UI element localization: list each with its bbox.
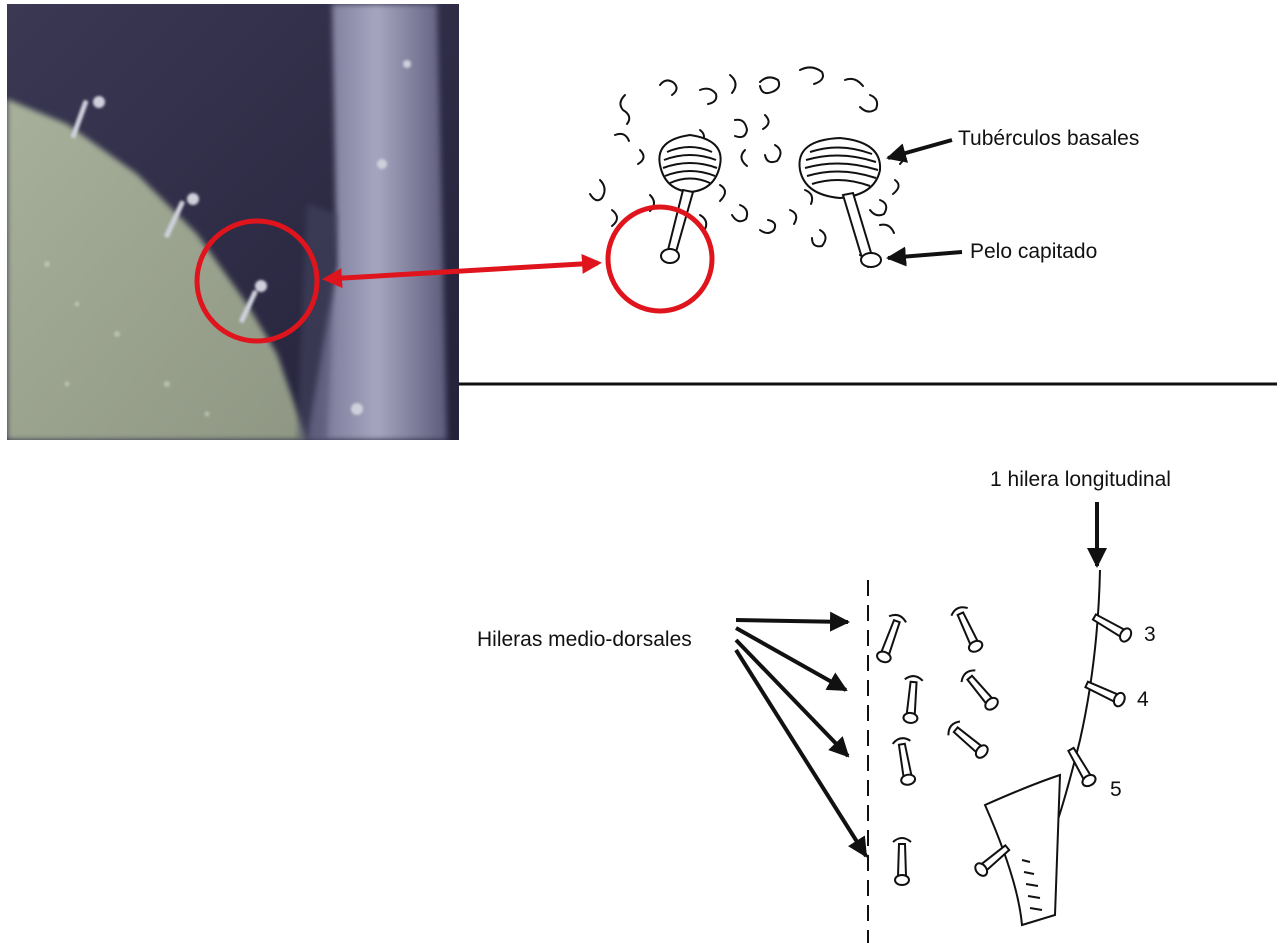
arrows-medio-dorsales [736, 620, 866, 856]
arrow-pelo [888, 252, 962, 258]
capitate-hair-right [843, 193, 881, 267]
label-tuberculos-basales: Tubérculos basales [958, 128, 1139, 149]
red-double-arrow [326, 263, 598, 279]
label-number-4: 4 [1137, 689, 1149, 710]
tubercle-left [659, 135, 720, 192]
arrow-tuberculos [888, 140, 952, 158]
label-number-5: 5 [1110, 779, 1122, 800]
label-number-3: 3 [1144, 624, 1156, 645]
appendage-base [973, 775, 1060, 925]
label-pelo-capitado: Pelo capitado [970, 241, 1097, 262]
label-hilera-longitudinal: 1 hilera longitudinal [990, 469, 1171, 490]
capitate-hair-left [661, 190, 693, 263]
label-hileras-medio-dorsales: Hileras medio-dorsales [477, 629, 692, 650]
tubercle-right [800, 138, 881, 198]
highlight-circle-photo [197, 221, 317, 341]
highlight-circle-drawing [608, 207, 712, 311]
medio-dorsal-hairs [874, 604, 1002, 885]
longitudinal-hairs [1065, 611, 1133, 788]
